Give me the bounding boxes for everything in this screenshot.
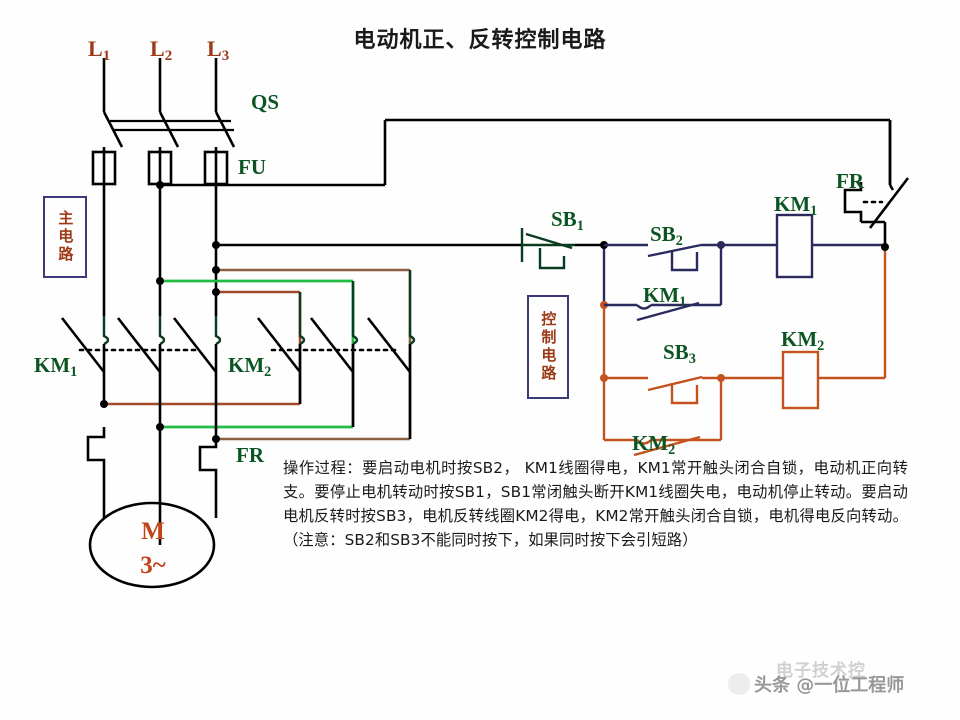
fu-fuses xyxy=(91,150,229,186)
control-supply-tap-right xyxy=(212,241,520,249)
label-fu: FU xyxy=(238,155,266,179)
label-km1-seal: KM1 xyxy=(643,283,687,310)
label-km1-coil: KM1 xyxy=(774,192,818,219)
label-km1-main-contacts: KM1 xyxy=(34,353,78,380)
sb1-stop-button xyxy=(520,228,604,270)
fr-thermal-contact-control xyxy=(843,120,910,251)
control-supply-tap-left xyxy=(156,118,892,189)
watermark-logo-icon xyxy=(728,673,750,695)
label-sb3: SB3 xyxy=(663,340,696,367)
label-km2-main-contacts: KM2 xyxy=(228,353,272,380)
label-sb1: SB1 xyxy=(551,207,584,234)
label-fr-main: FR xyxy=(236,443,264,467)
watermark-text: 头条 @一位工程师 xyxy=(754,675,905,696)
watermark: 头条 @一位工程师 电子技术控 xyxy=(728,661,953,706)
km2-coil xyxy=(721,250,887,410)
operation-description: 操作过程：要启动电机时按SB2， KM1线圈得电，KM1常开触头闭合自锁，电动机… xyxy=(283,459,908,550)
label-L1: L1 xyxy=(88,36,111,65)
sb3-reverse-button xyxy=(600,374,725,405)
km2-seal-contact xyxy=(604,378,723,457)
page-title: 电动机正、反转控制电路 xyxy=(353,28,607,53)
motor-symbol xyxy=(88,495,218,589)
km1-coil xyxy=(721,213,885,279)
km1-seal-contact xyxy=(604,245,723,322)
main-circuit-section-label: 主电路 xyxy=(43,196,87,278)
phase-cross-wire-brown xyxy=(100,288,302,408)
label-qs: QS xyxy=(251,90,280,114)
label-L2: L2 xyxy=(150,36,173,65)
label-L3: L3 xyxy=(207,36,230,65)
fr-thermal-heaters-main xyxy=(86,427,218,495)
control-circuit-section-label: 控制电路 xyxy=(527,295,569,399)
watermark-ghost-text: 电子技术控 xyxy=(776,661,866,681)
sb2-forward-button xyxy=(604,241,725,272)
label-fr-control: FR xyxy=(836,169,864,193)
phase-bus-lines xyxy=(102,184,218,316)
label-km2-seal: KM2 xyxy=(632,431,676,458)
control-node-bus xyxy=(600,241,608,440)
km1-main-contacts xyxy=(60,316,222,439)
km2-main-contacts xyxy=(256,270,416,439)
label-km2-coil: KM2 xyxy=(781,327,825,354)
label-sb2: SB2 xyxy=(650,222,683,249)
motor-phase-text: 3~ xyxy=(140,551,166,579)
qs-disconnect-switch xyxy=(102,111,236,152)
motor-label: M 3~ xyxy=(118,515,188,583)
motor-symbol-letter: M xyxy=(141,518,165,545)
